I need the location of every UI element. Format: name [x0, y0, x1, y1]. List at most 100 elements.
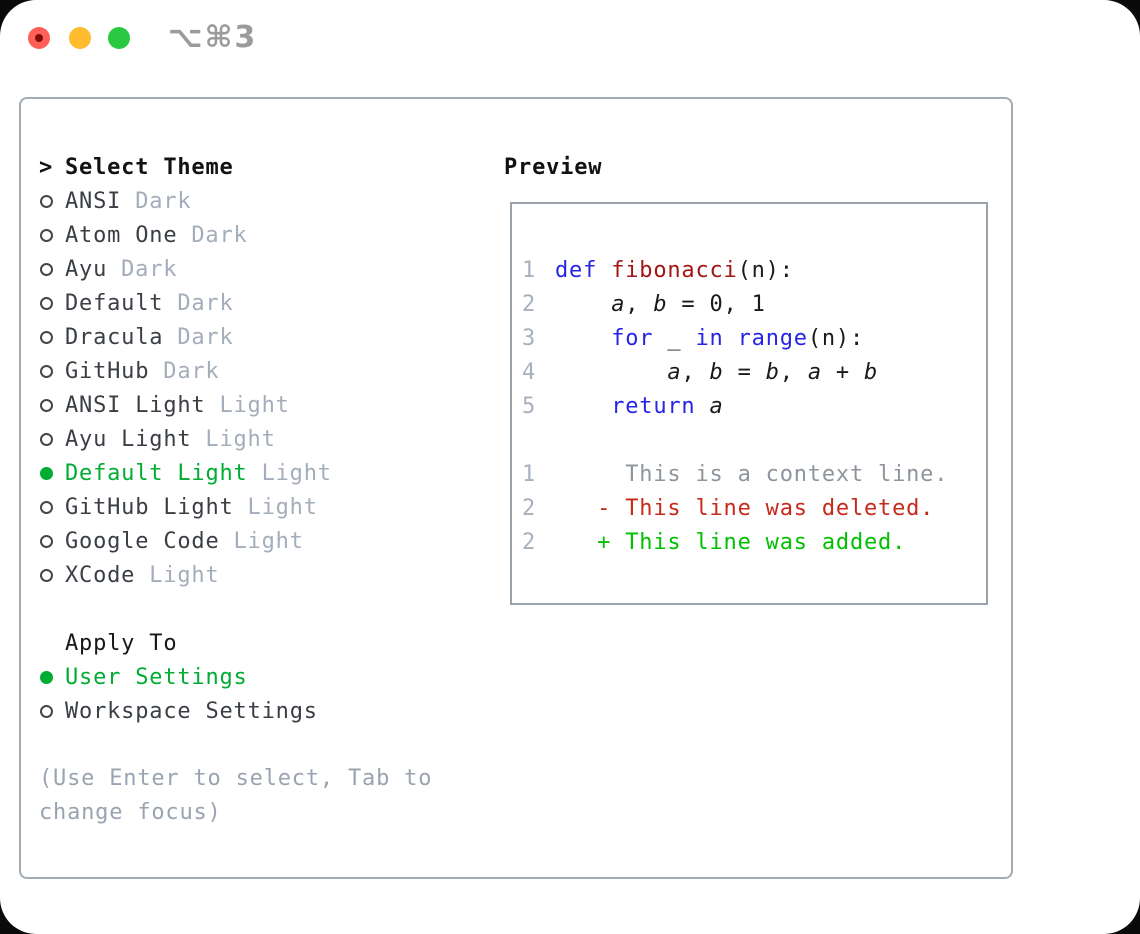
- line-content: def fibonacci(n):: [555, 258, 794, 283]
- theme-variant: Dark: [121, 256, 178, 282]
- theme-list-title: Select Theme: [65, 154, 234, 180]
- radio-circle: [39, 704, 53, 718]
- code-token: ,: [681, 359, 710, 385]
- code-token: This is a context line.: [555, 461, 949, 487]
- code-token: [724, 326, 738, 351]
- code-token: return: [611, 393, 696, 419]
- line-content: a, b = b, a + b: [555, 360, 878, 385]
- radio-icon: [39, 432, 53, 446]
- code-token: a: [611, 291, 626, 317]
- theme-option-atom-one[interactable]: Atom One Dark: [39, 218, 332, 252]
- radio-icon: [39, 534, 53, 548]
- preview-line: 2 a, b = 0, 1: [522, 287, 986, 321]
- apply-option-workspace-settings[interactable]: Workspace Settings: [39, 694, 318, 728]
- preview-line: 2 + This line was added.: [522, 525, 986, 559]
- radio-circle: [39, 500, 53, 514]
- radio-icon: [39, 364, 53, 378]
- radio-circle: [39, 534, 53, 548]
- theme-name: Atom One: [65, 222, 178, 248]
- radio-icon: [39, 500, 53, 514]
- preview-line: 4 a, b = b, a + b: [522, 355, 986, 389]
- line-number: 1: [522, 257, 537, 283]
- line-number: 3: [522, 325, 537, 351]
- code-token: in: [695, 325, 724, 351]
- theme-variant: Dark: [191, 222, 248, 248]
- line-content: This is a context line.: [555, 462, 948, 487]
- line-number: 2: [522, 291, 537, 317]
- radio-icon: [39, 296, 53, 310]
- code-token: range: [737, 325, 808, 351]
- theme-variant: Light: [219, 392, 290, 418]
- radio-circle: [39, 568, 53, 582]
- radio-circle: [39, 228, 53, 242]
- close-button[interactable]: [28, 27, 50, 49]
- code-token: [555, 326, 611, 351]
- code-token: [555, 394, 611, 419]
- line-number: 4: [522, 359, 537, 385]
- theme-list-header: > Select Theme: [39, 150, 332, 184]
- line-content: for _ in range(n):: [555, 326, 864, 351]
- radio-circle: [39, 466, 53, 480]
- minimize-button[interactable]: [69, 27, 91, 49]
- radio-circle: [39, 432, 53, 446]
- theme-variant: Dark: [177, 324, 234, 350]
- theme-variant: Light: [149, 562, 220, 588]
- help-text: (Use Enter to select, Tab to change focu…: [39, 766, 433, 825]
- theme-name: GitHub Light: [65, 494, 234, 520]
- radio-icon: [39, 398, 53, 412]
- line-content: + This line was added.: [555, 530, 906, 555]
- preview-lines: 1 def fibonacci(n): 2 a, b = 0, 1 3 for _ i…: [522, 253, 986, 559]
- theme-variant: Light: [247, 494, 318, 520]
- code-token: [555, 292, 611, 317]
- code-token: a: [709, 393, 724, 419]
- theme-variant: Dark: [163, 358, 220, 384]
- code-token: (n):: [737, 257, 794, 283]
- code-token: [695, 394, 709, 419]
- preview-line: 1 This is a context line.: [522, 457, 986, 491]
- preview-line: 5 return a: [522, 389, 986, 423]
- apply-option-user-settings[interactable]: User Settings: [39, 660, 318, 694]
- radio-circle: [39, 398, 53, 412]
- line-content: return a: [555, 394, 724, 419]
- code-token: ,: [625, 291, 654, 317]
- theme-variant: Light: [205, 426, 276, 452]
- apply-to-title: Apply To: [65, 630, 178, 656]
- code-token: a: [667, 359, 682, 385]
- code-token: def: [555, 257, 598, 283]
- radio-icon: [39, 228, 53, 242]
- radio-circle: [39, 670, 53, 684]
- code-token: [597, 258, 611, 283]
- radio-icon: [39, 194, 53, 208]
- code-token: [555, 360, 667, 385]
- code-token: +: [821, 359, 865, 385]
- zoom-button[interactable]: [108, 27, 130, 49]
- theme-variant: Light: [261, 460, 332, 486]
- line-number: 1: [522, 461, 537, 487]
- radio-icon: [39, 330, 53, 344]
- radio-circle: [39, 296, 53, 310]
- code-token: =: [723, 359, 766, 385]
- window-title: ⌥⌘3: [168, 20, 258, 55]
- close-dot-icon: [35, 34, 43, 42]
- code-token: = 0, 1: [667, 291, 766, 317]
- code-token: b: [765, 359, 780, 385]
- preview-line: 2 - This line was deleted.: [522, 491, 986, 525]
- theme-option-github-light[interactable]: GitHub Light Light: [39, 490, 332, 524]
- radio-circle: [39, 194, 53, 208]
- code-token: b: [864, 359, 879, 385]
- selected-radio-icon: [39, 670, 53, 684]
